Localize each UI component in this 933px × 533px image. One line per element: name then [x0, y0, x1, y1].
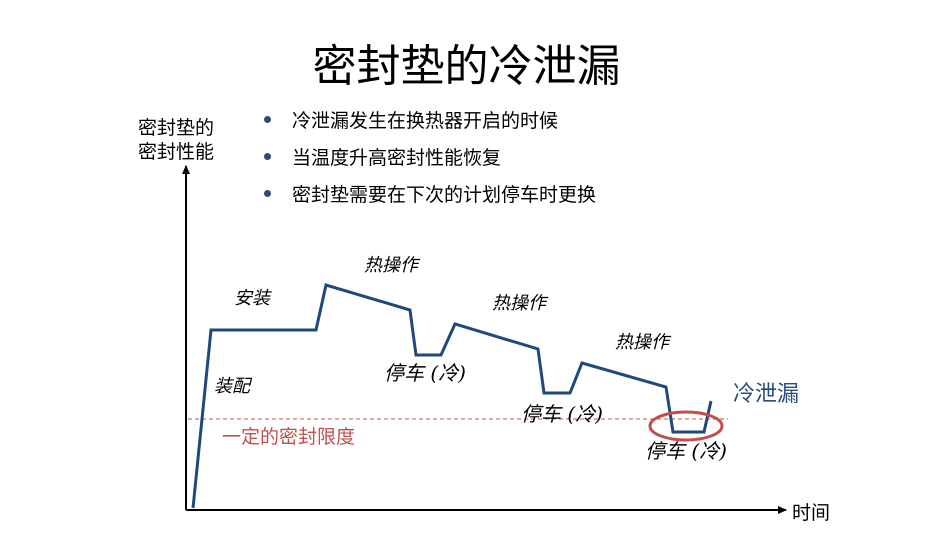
- bullet-item: 当温度升高密封性能恢复: [262, 145, 596, 182]
- bullet-text: 密封垫需要在下次的计划停车时更换: [292, 184, 597, 206]
- label-shutdown-3: 停车 (冷): [645, 439, 727, 463]
- bullet-item: 密封垫需要在下次的计划停车时更换: [262, 182, 596, 219]
- bullet-item: 冷泄漏发生在换热器开启的时候: [262, 108, 596, 145]
- label-cold-leak: 冷泄漏: [733, 382, 800, 407]
- label-shutdown-2: 停车 (冷): [521, 402, 603, 426]
- y-axis-label-line1: 密封垫的: [138, 117, 215, 139]
- label-seal-limit: 一定的密封限度: [222, 426, 356, 448]
- bullet-dot-icon: [264, 116, 271, 123]
- x-axis-label: 时间: [792, 502, 831, 524]
- leak-highlight-circle: [648, 410, 724, 442]
- label-hot-operation-3: 热操作: [615, 332, 669, 353]
- bullet-list: 冷泄漏发生在换热器开启的时候 当温度升高密封性能恢复 密封垫需要在下次的计划停车…: [262, 108, 596, 219]
- bullet-text: 当温度升高密封性能恢复: [292, 147, 502, 169]
- bullet-dot-icon: [264, 153, 271, 160]
- label-assembly: 装配: [214, 376, 250, 397]
- page-title: 密封垫的冷泄漏: [312, 41, 621, 92]
- label-install: 安装: [234, 288, 270, 309]
- y-axis-label-line2: 密封性能: [138, 141, 215, 163]
- label-hot-operation-2: 热操作: [492, 293, 546, 314]
- y-axis-label: 密封垫的 密封性能: [138, 116, 214, 164]
- label-hot-operation-1: 热操作: [364, 255, 418, 276]
- bullet-text: 冷泄漏发生在换热器开启的时候: [292, 110, 559, 132]
- bullet-dot-icon: [264, 190, 271, 197]
- seal-performance-curve: [191, 283, 713, 509]
- label-shutdown-1: 停车 (冷): [384, 361, 466, 385]
